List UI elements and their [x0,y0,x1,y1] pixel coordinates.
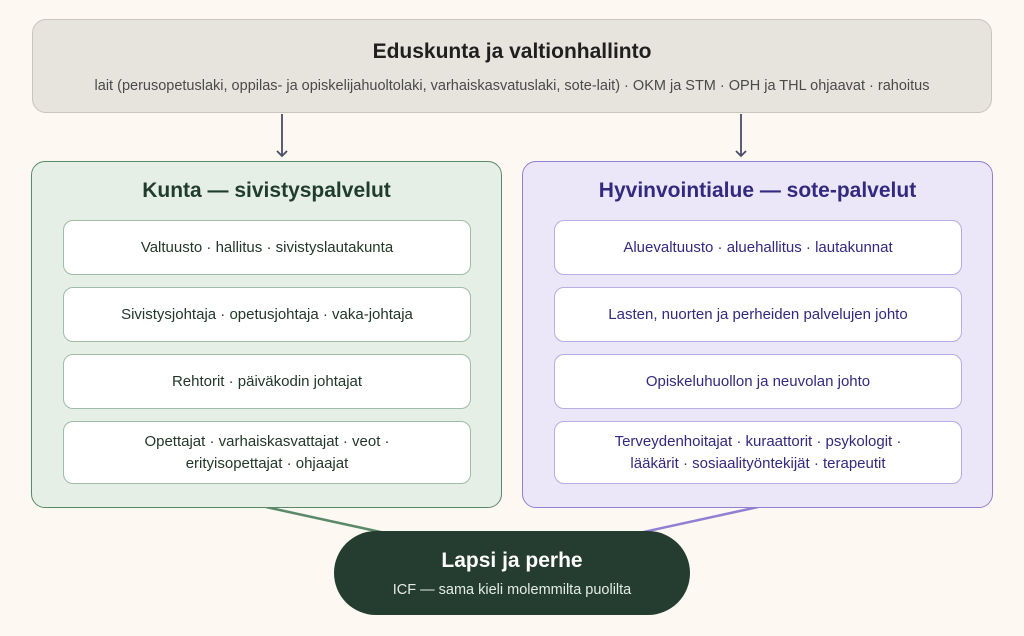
kunta-level-4-line1: Opettajat · varhaiskasvattajat · veot · [144,432,390,450]
kunta-level-3: Rehtorit · päiväkodin johtajat [63,354,471,409]
kunta-level-4-line2: erityisopettajat · ohjaajat [185,454,349,472]
kunta-panel: Kunta — sivistyspalvelut Valtuusto · hal… [31,161,502,508]
hyvinvointialue-level-2-text: Lasten, nuorten ja perheiden palvelujen … [608,305,908,323]
kunta-level-3-text: Rehtorit · päiväkodin johtajat [171,372,363,390]
hyvinvointialue-level-1-text: Aluevaltuusto · aluehallitus · lautakunn… [623,238,893,256]
kunta-level-2-text: Sivistysjohtaja · opetusjohtaja · vaka-j… [121,305,413,323]
kunta-title: Kunta — sivistyspalvelut [142,179,391,202]
child-title: Lapsi ja perhe [441,549,583,572]
government-title: Eduskunta ja valtionhallinto [372,40,652,63]
hyvinvointialue-level-4-line2: lääkärit · sosiaalityöntekijät · terapeu… [630,454,886,472]
hyvinvointialue-level-4-line1: Terveydenhoitajat · kuraattorit · psykol… [614,432,902,450]
child-subtitle: ICF — sama kieli molemmilta puolilta [392,582,632,598]
kunta-level-2: Sivistysjohtaja · opetusjohtaja · vaka-j… [63,287,471,342]
child-and-family-node: Lapsi ja perhe ICF — sama kieli molemmil… [334,531,690,615]
hyvinvointialue-level-3: Opiskeluhuollon ja neuvolan johto [554,354,962,409]
hyvinvointialue-panel: Hyvinvointialue — sote-palvelut Aluevalt… [522,161,993,508]
kunta-level-1-text: Valtuusto · hallitus · sivistyslautakunt… [140,238,394,256]
hyvinvointialue-level-2: Lasten, nuorten ja perheiden palvelujen … [554,287,962,342]
kunta-level-4: Opettajat · varhaiskasvattajat · veot · … [63,421,471,484]
government-box: Eduskunta ja valtionhallinto lait (perus… [32,19,992,113]
kunta-level-1: Valtuusto · hallitus · sivistyslautakunt… [63,220,471,275]
hyvinvointialue-level-4: Terveydenhoitajat · kuraattorit · psykol… [554,421,962,484]
government-subtitle: lait (perusopetuslaki, oppilas- ja opisk… [94,78,930,94]
hyvinvointialue-level-1: Aluevaltuusto · aluehallitus · lautakunn… [554,220,962,275]
hyvinvointialue-title: Hyvinvointialue — sote-palvelut [598,179,917,202]
hyvinvointialue-level-3-text: Opiskeluhuollon ja neuvolan johto [645,372,871,390]
